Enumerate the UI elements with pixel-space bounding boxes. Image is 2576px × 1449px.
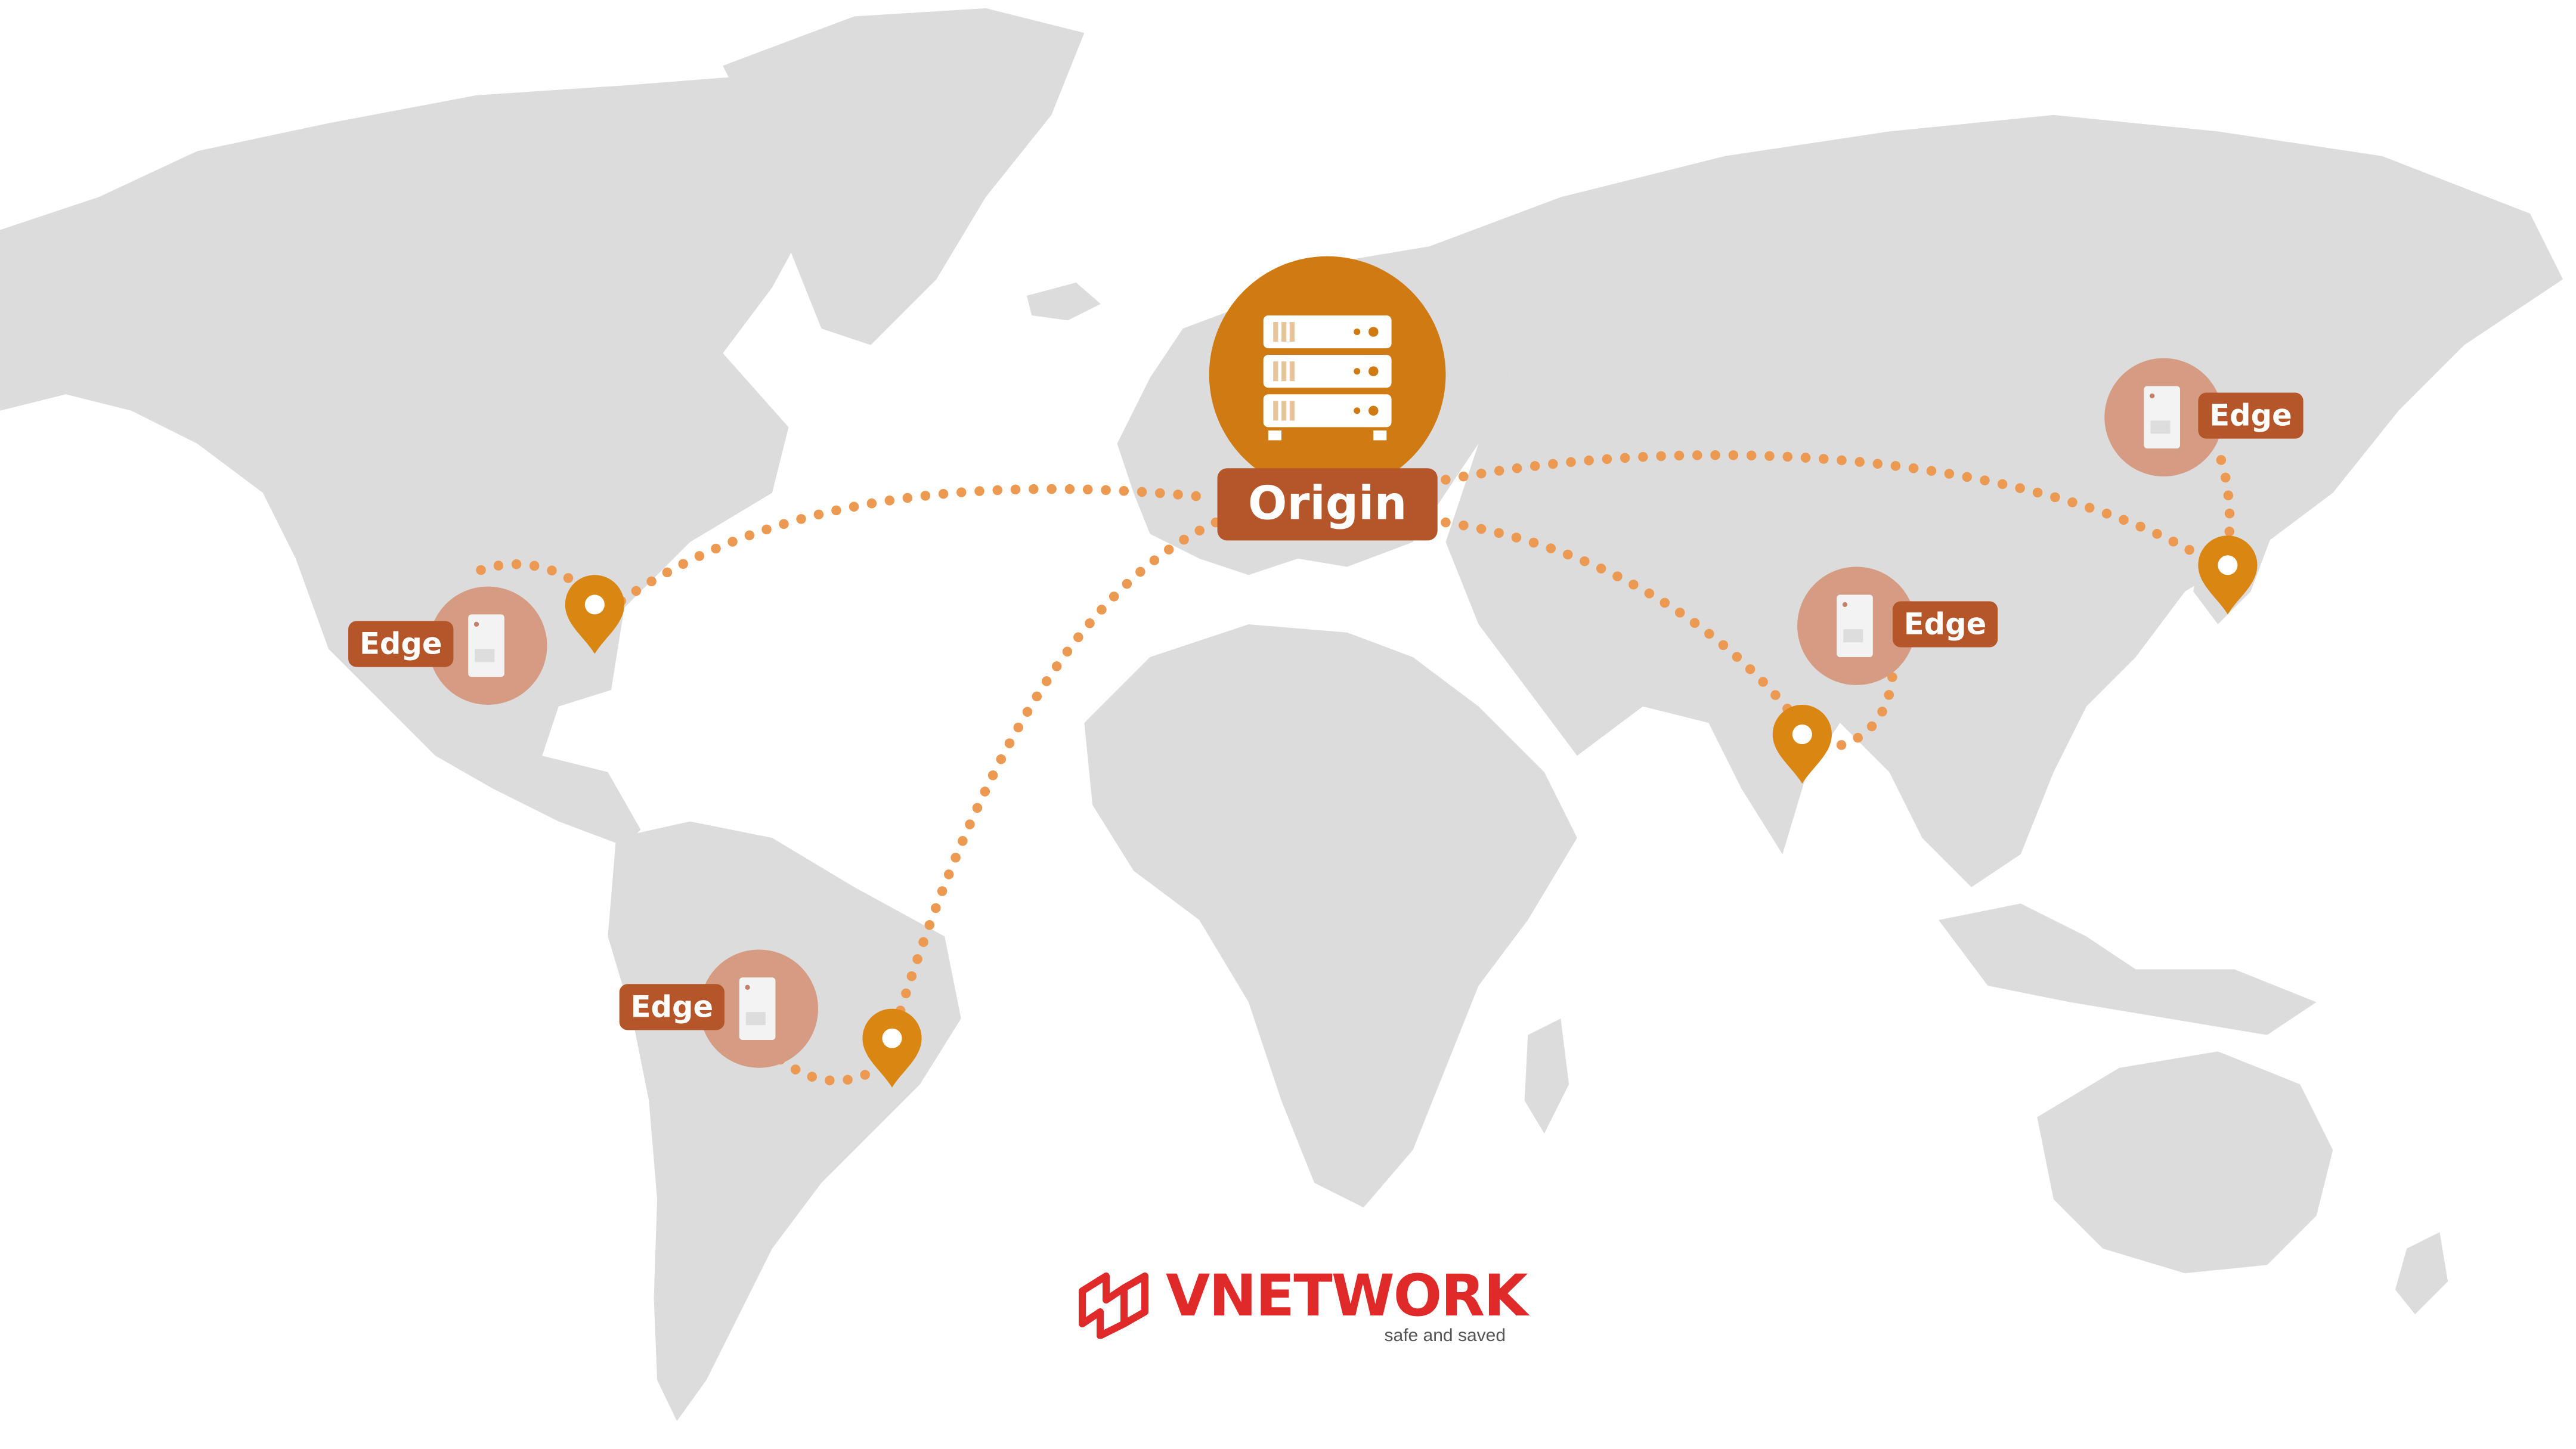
- brand-tagline: safe and saved: [1384, 1326, 1506, 1345]
- edge-label-badge: [1892, 601, 1998, 648]
- edge-label: Edge: [631, 989, 713, 1024]
- edge-node-south-asia: Edge: [1797, 566, 1998, 685]
- edge-label-badge: [619, 984, 724, 1030]
- route-local-north-america: [471, 559, 589, 593]
- island-new-zealand: [2395, 1232, 2448, 1315]
- location-pin-icon: [1772, 704, 1832, 784]
- location-pin-icon: [862, 1008, 922, 1088]
- location-pin-icon: [2198, 535, 2258, 615]
- island-madagascar: [1524, 1018, 1569, 1134]
- server-icon: [2144, 386, 2181, 449]
- edge-node-east-asia: Edge: [2104, 358, 2303, 476]
- vnetwork-logo-icon: [1079, 1272, 1148, 1339]
- edge-label: Edge: [2209, 398, 2292, 433]
- route-local-south-asia: [1818, 668, 1898, 753]
- route-origin-to-south-asia: [1441, 517, 1804, 728]
- edge-node-south-america: Edge: [619, 949, 819, 1068]
- route-origin-to-north-america: [611, 484, 1201, 610]
- edge-label-badge: [348, 621, 454, 667]
- origin-label-badge: [1217, 468, 1438, 541]
- continent-africa: [1084, 624, 1577, 1208]
- server-rack-icon: [1263, 315, 1392, 441]
- edge-label: Edge: [360, 627, 442, 661]
- edge-label: Edge: [1904, 606, 1986, 641]
- edge-label-badge: [2198, 392, 2303, 439]
- island-greenland: [723, 8, 1085, 345]
- island-iceland: [1026, 282, 1101, 321]
- continent-australia: [2037, 1051, 2333, 1274]
- brand-logo: VNETWORK safe and saved: [1076, 1267, 1528, 1351]
- server-icon: [739, 977, 776, 1040]
- origin-node: Origin: [1209, 256, 1446, 541]
- continent-asia: [1429, 114, 2563, 887]
- server-icon: [1837, 595, 1873, 658]
- origin-label: Origin: [1248, 477, 1407, 531]
- server-icon: [468, 614, 504, 677]
- continent-south-america: [608, 821, 961, 1422]
- route-local-south-america: [775, 1054, 884, 1086]
- continent-north-america: [0, 73, 854, 846]
- edge-node-north-america: Edge: [348, 586, 547, 705]
- brand-name: VNETWORK: [1166, 1262, 1528, 1329]
- route-origin-to-south-america: [890, 517, 1221, 1032]
- route-lines: [471, 450, 2235, 1086]
- world-map: [0, 8, 2563, 1422]
- islands-southeast-asia: [1939, 903, 2317, 1035]
- location-pin-icon: [565, 575, 624, 654]
- route-origin-to-east-asia: [1441, 450, 2223, 572]
